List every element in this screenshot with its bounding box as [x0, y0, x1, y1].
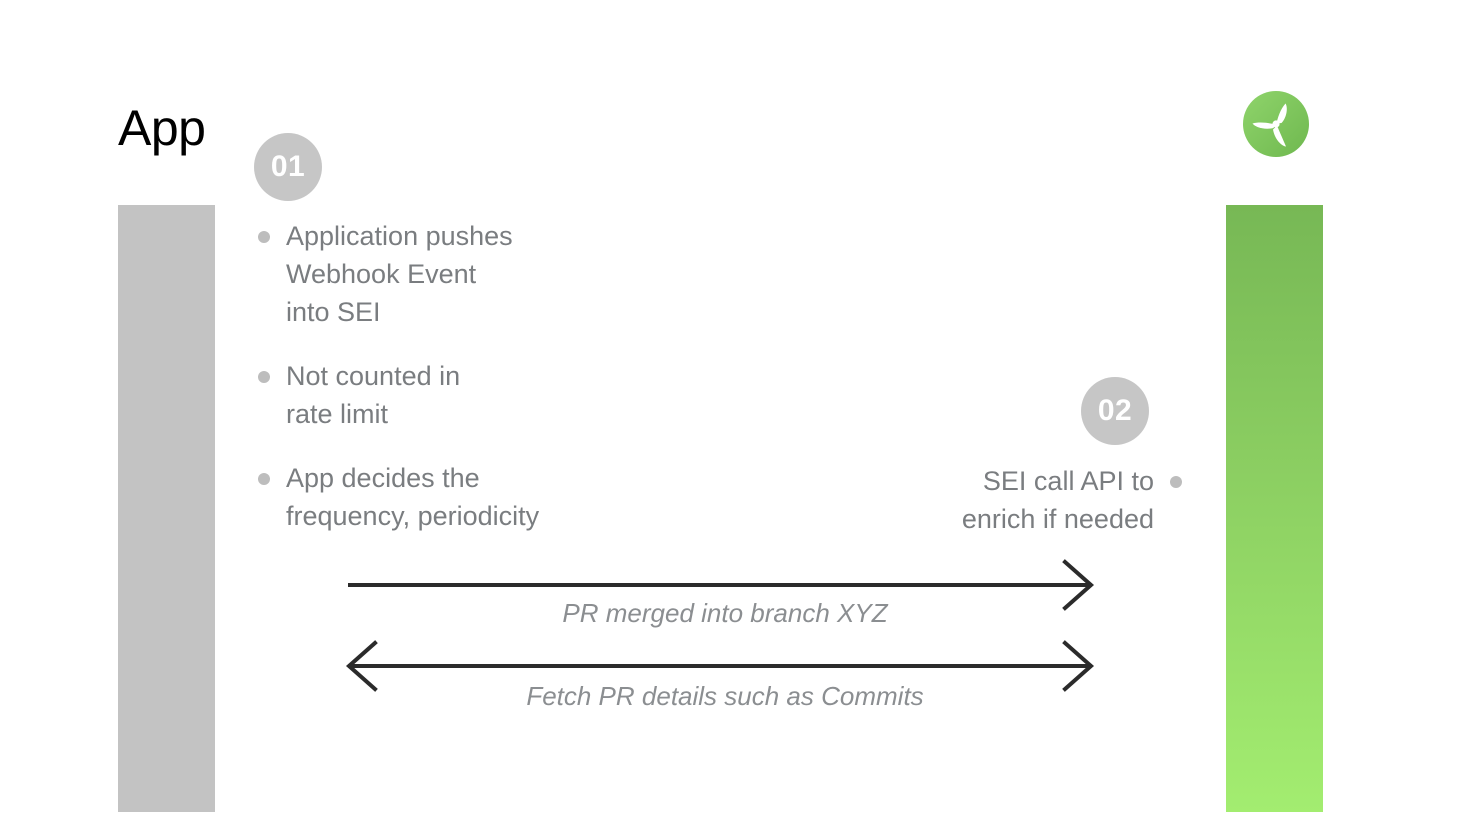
bullet-text-line: into SEI — [286, 297, 381, 327]
arrow-label-pr-merged: PR merged into branch XYZ — [562, 598, 888, 628]
list-item: App decides the frequency, periodicity — [254, 459, 539, 535]
list-item: SEI call API to enrich if needed — [962, 462, 1186, 538]
app-lifeline-bar — [118, 205, 215, 812]
bullet-text-line: enrich if needed — [961, 504, 1154, 534]
bullet-text-line: SEI call API to — [982, 466, 1154, 496]
bullet-dot-icon — [258, 231, 270, 243]
step-badge-02: 02 — [1081, 377, 1149, 445]
list-item: Not counted in rate limit — [254, 357, 539, 433]
step-02-bullets: SEI call API to enrich if needed — [962, 462, 1186, 538]
message-arrows: PR merged into branch XYZ Fetch PR detai… — [330, 556, 1120, 716]
bullet-text-line: Webhook Event — [286, 259, 477, 289]
arrow-label-fetch-pr-details: Fetch PR details such as Commits — [526, 681, 924, 711]
bullet-dot-icon — [258, 473, 270, 485]
bullet-text-line: App decides the — [286, 463, 480, 493]
arrow-lines — [345, 559, 1095, 692]
sei-lifeline-bar — [1226, 205, 1323, 812]
list-item: Application pushes Webhook Event into SE… — [254, 217, 539, 331]
step-badge-01: 01 — [254, 133, 322, 201]
bullet-dot-icon — [1170, 476, 1182, 488]
step-01-bullets: Application pushes Webhook Event into SE… — [254, 217, 539, 535]
bullet-text-line: rate limit — [286, 399, 389, 429]
page-title: App — [118, 100, 206, 156]
propeller-logo-icon — [1242, 90, 1310, 158]
bullet-text-line: frequency, periodicity — [286, 501, 540, 531]
arrow-fetch-pr-details-head-left — [345, 640, 378, 692]
bullet-dot-icon — [258, 371, 270, 383]
bullet-text-line: Application pushes — [286, 221, 513, 251]
bullet-text-line: Not counted in — [286, 361, 461, 391]
arrow-pr-merged-head-right — [1062, 559, 1095, 611]
arrow-fetch-pr-details-head-right — [1062, 640, 1095, 692]
